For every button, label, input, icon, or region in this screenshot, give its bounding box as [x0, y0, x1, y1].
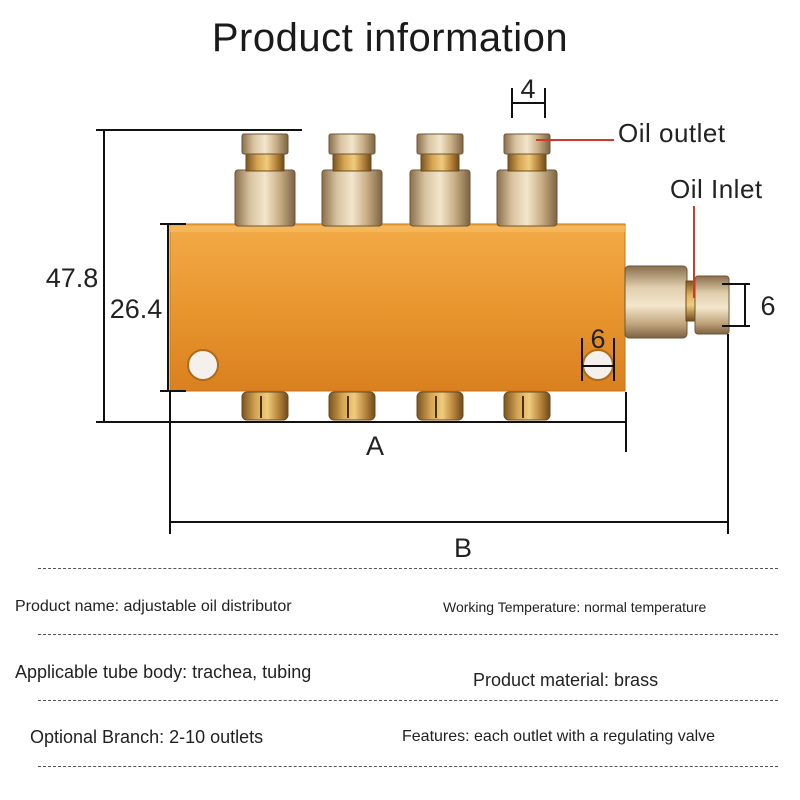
- outlet-width-label: 4: [520, 74, 535, 104]
- length-b-label: B: [454, 533, 472, 560]
- outlet-fitting-1: [234, 133, 296, 227]
- oil-outlet-label: Oil outlet: [618, 118, 726, 148]
- spec-applicable-tube-body: Applicable tube body: trachea, tubing: [15, 662, 312, 682]
- regulating-screw-3: [416, 391, 464, 421]
- regulating-screw-1: [241, 391, 289, 421]
- length-a-label: A: [366, 431, 384, 461]
- outlet-fitting-3: [409, 133, 471, 227]
- page-title: Product information: [211, 16, 569, 60]
- separator-4: [38, 766, 778, 767]
- overall-height-label: 47.8: [46, 263, 99, 293]
- outlet-fitting-4: [496, 133, 558, 227]
- oil-inlet-label: Oil Inlet: [670, 174, 763, 204]
- spec-features: Features: each outlet with a regulating …: [402, 728, 716, 745]
- outlet-fitting-2: [321, 133, 383, 227]
- regulating-screw-4: [503, 391, 551, 421]
- body-highlight: [170, 226, 625, 232]
- inlet-size-label: 6: [760, 291, 775, 321]
- spec-product-material: Product material: brass: [473, 670, 659, 690]
- body-height-label: 26.4: [110, 294, 163, 324]
- separator-3: [38, 700, 778, 701]
- distributor-body: [169, 223, 626, 392]
- distributor-diagram: 47.8 26.4 4 6 6 A B Oil outlet Oil Inlet: [46, 74, 776, 560]
- regulating-screw-2: [328, 391, 376, 421]
- separator-2: [38, 634, 778, 635]
- spec-product-name: Product name: adjustable oil distributor: [15, 598, 292, 615]
- separator-1: [38, 568, 778, 569]
- spec-working-temperature: Working Temperature: normal temperature: [443, 599, 707, 615]
- spec-optional-branch: Optional Branch: 2-10 outlets: [30, 727, 264, 747]
- mounting-hole-left: [187, 349, 219, 381]
- inlet-fitting: [624, 265, 730, 339]
- hole-size-label: 6: [590, 324, 605, 354]
